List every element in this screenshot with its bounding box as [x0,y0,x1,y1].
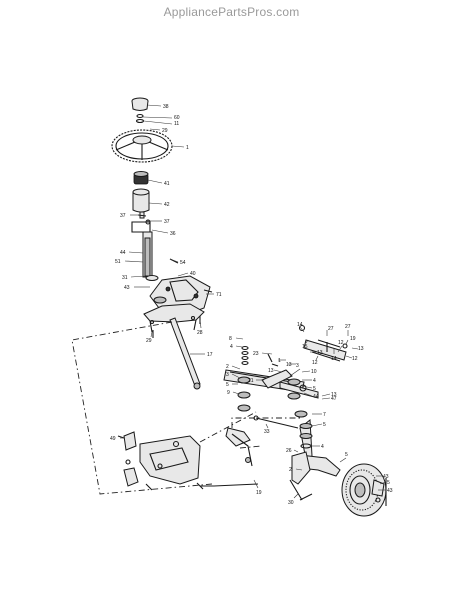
callout: 4 [313,378,316,384]
callout: 44 [120,250,126,256]
sector-bracket [139,435,201,485]
spindle-bolts [267,342,328,367]
callout: 1 [186,145,189,151]
reference-lines [71,321,300,495]
callout: 5 [387,480,390,486]
callout: 12 [352,356,358,362]
callout: 40 [190,271,196,277]
callout: 19 [256,490,262,496]
callout: 17 [207,352,213,358]
callout: 33 [264,429,270,435]
callout: 5 [313,386,316,392]
callout: 15 [302,344,308,350]
callout: 13 [286,362,292,368]
drag-link-rod [196,482,259,490]
callout: 23 [253,351,259,357]
steering-gear-bracket [143,303,205,333]
callout: 43 [124,285,130,291]
callout: 29 [162,128,168,134]
callout-labels: 38 60 11 29 1 41 42 37 37 36 44 51 54 31… [110,104,393,506]
axle-mount-bracket [298,324,348,362]
spindle [299,419,341,477]
axle-washers-left [241,345,249,366]
pivot-bushings [237,376,308,418]
callout: 27 [328,326,334,332]
steering-bushing [132,188,150,213]
callout: 9 [227,390,230,396]
drag-link [169,317,201,390]
callout: 31 [122,275,128,281]
steering-wheel [111,129,173,163]
callout: 2 [289,467,292,473]
watermark: AppliancePartsPros.com [163,5,300,19]
callout: 42 [164,202,170,208]
callout: 14 [331,356,337,362]
callout: 71 [216,292,222,298]
callout: 4 [321,444,324,450]
callout: 60 [174,115,180,121]
callout: 19 [350,336,356,342]
steering-cap [131,97,149,111]
callout: 13 [358,346,364,352]
wheel-hub-hardware [371,478,387,506]
steering-nut [135,113,145,124]
callout: 54 [180,260,186,266]
callout: 1 [278,358,281,364]
callout: 2 [226,364,229,370]
callout: 12 [338,340,344,346]
bracket-hardware [117,431,153,491]
callout: 4 [230,344,233,350]
callout: 47 [331,396,337,402]
callout: 43 [383,474,389,480]
callout: 11 [174,121,179,127]
callout: 38 [163,104,169,110]
callout: 27 [345,324,351,330]
callout: 5 [226,382,229,388]
callout: 3 [296,363,299,369]
front-axle [261,369,319,399]
callout: 12 [312,360,318,366]
callout: 13 [268,368,274,374]
callout: 21 [248,378,254,384]
callout: 51 [115,259,121,265]
callout: 5 [345,452,348,458]
callout: 8 [229,336,232,342]
callout: 10 [311,369,317,375]
callout: 5 [323,422,326,428]
callout: 14 [297,322,303,328]
steering-adapter [133,171,149,185]
spindle-arm [289,451,313,501]
callout: 13 [317,350,323,356]
callout: 37 [164,219,170,225]
callout: 49 [110,436,116,442]
callout: 44 [313,394,319,400]
callout: 30 [288,500,294,506]
callout: 36 [170,231,176,237]
callout: 13 [331,392,337,398]
callout: 7 [323,412,326,418]
steering-shaft [131,211,159,281]
callout: 3 [226,372,229,378]
front-tire [341,463,387,517]
steering-arm [225,427,253,467]
callout: 29 [146,338,152,344]
callout: 28 [197,330,203,336]
callout: 37 [120,213,126,219]
steering-gear-housing [149,275,211,315]
callout: 41 [164,181,170,187]
callout: 43 [387,488,393,494]
callout: 26 [286,448,292,454]
